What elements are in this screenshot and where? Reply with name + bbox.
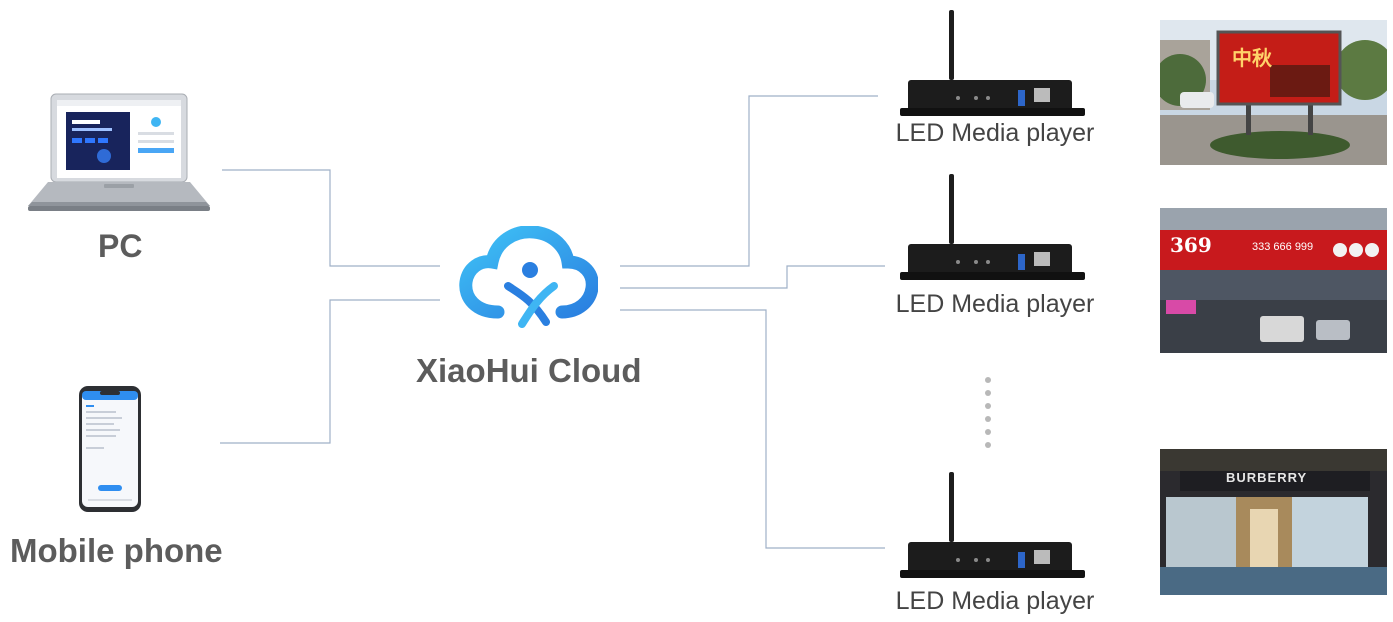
player-label-3: LED Media player [895, 587, 1095, 615]
connector-pc-to-cloud [222, 169, 440, 267]
connector-cloud-to-player-2 [620, 265, 885, 289]
smartphone-icon [78, 385, 142, 513]
billboard-sign-text: 中秋 [1232, 46, 1272, 70]
media-player-device-1 [900, 8, 1085, 118]
media-player-device-2 [900, 172, 1085, 282]
pc-label: PC [98, 228, 143, 264]
connector-mobile-to-cloud [220, 299, 440, 444]
mall-brand-name: BURBERRY [1226, 470, 1308, 485]
player-label-1: LED Media player [895, 119, 1095, 147]
connector-cloud-to-player-3 [620, 309, 885, 549]
connector-cloud-to-player-1 [620, 95, 878, 267]
player-label-2: LED Media player [895, 290, 1095, 318]
mall-storefront-photo: BURBERRY [1160, 449, 1387, 595]
outdoor-billboard-photo: 中秋 [1160, 20, 1387, 165]
mobile-phone-label: Mobile phone [10, 532, 223, 569]
cloud-logo-icon [458, 225, 599, 330]
media-player-device-3 [900, 470, 1085, 580]
storefront-sign-number: 369 [1170, 233, 1212, 257]
laptop-icon [26, 90, 212, 216]
cloud-name-label: XiaoHui Cloud [416, 352, 642, 389]
storefront-sign-photo: 369 333 666 999 [1160, 208, 1387, 353]
storefront-sign-phone: 333 666 999 [1252, 241, 1314, 253]
